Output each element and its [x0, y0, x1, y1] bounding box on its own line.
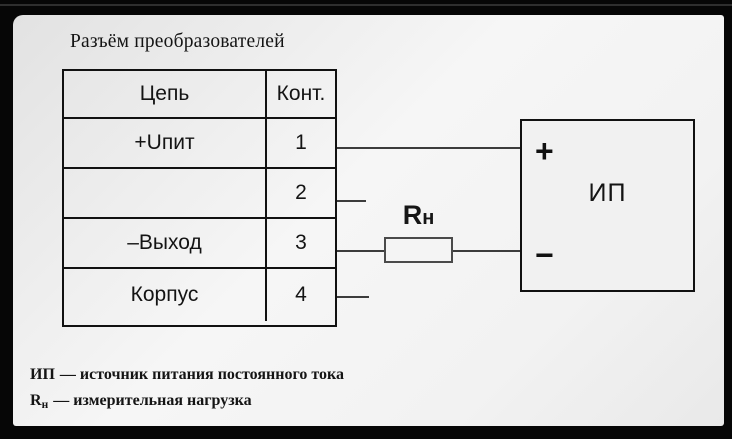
- contact-number: 1: [295, 131, 307, 154]
- legend-term: ИП: [30, 366, 55, 383]
- circuit-name: +Uпит: [64, 119, 267, 167]
- wire-pin2-stub: [337, 200, 366, 202]
- diagram-panel: Разъём преобразователей Цепь Конт. +Uпит…: [13, 15, 724, 426]
- diagram-title: Разъём преобразователей: [70, 31, 285, 52]
- table-row-pin2: 2: [64, 169, 335, 219]
- contact-number: 4: [295, 283, 307, 306]
- legend-term: R: [30, 392, 42, 409]
- circuit-name: –Выход: [64, 219, 267, 267]
- wire-pin1-to-plus: [337, 147, 520, 149]
- legend-line-power-source: ИП— источник питания постоянного тока: [30, 364, 344, 390]
- column-header-circuit: Цепь: [64, 71, 267, 117]
- table-row-pin4: Корпус 4: [64, 269, 335, 321]
- circuit-name: [64, 169, 267, 217]
- contact-number: 3: [295, 231, 307, 254]
- legend-text: — измерительная нагрузка: [53, 392, 252, 409]
- connector-pin-table: Цепь Конт. +Uпит 1 2 –Выход 3 Корпус 4: [62, 69, 337, 327]
- frame-top-hairline: [0, 4, 732, 6]
- table-row-pin1: +Uпит 1: [64, 119, 335, 169]
- wire-resistor-to-minus: [452, 250, 520, 252]
- legend: ИП— источник питания постоянного тока Rн…: [30, 364, 344, 416]
- table-row-pin3: –Выход 3: [64, 219, 335, 269]
- contact-number: 2: [295, 181, 307, 204]
- resistor-label-subscript: н: [422, 207, 435, 229]
- resistor-symbol: [384, 237, 453, 263]
- resistor-label: Rн: [374, 200, 463, 231]
- legend-term-subscript: н: [41, 399, 49, 411]
- table-header-row: Цепь Конт.: [64, 71, 335, 119]
- power-source-label: ИП: [588, 179, 627, 207]
- plus-terminal-label: +: [535, 133, 554, 169]
- resistor-label-main: R: [402, 200, 423, 230]
- wire-pin3-to-resistor: [337, 250, 385, 252]
- circuit-name: Корпус: [64, 269, 267, 321]
- minus-terminal-label: −: [535, 237, 554, 273]
- legend-line-load: Rн — измерительная нагрузка: [30, 390, 344, 416]
- legend-text: — источник питания постоянного тока: [59, 366, 344, 383]
- column-header-contact: Конт.: [276, 82, 326, 105]
- power-source-box: + − ИП: [520, 119, 695, 292]
- wire-pin4-stub: [337, 296, 369, 298]
